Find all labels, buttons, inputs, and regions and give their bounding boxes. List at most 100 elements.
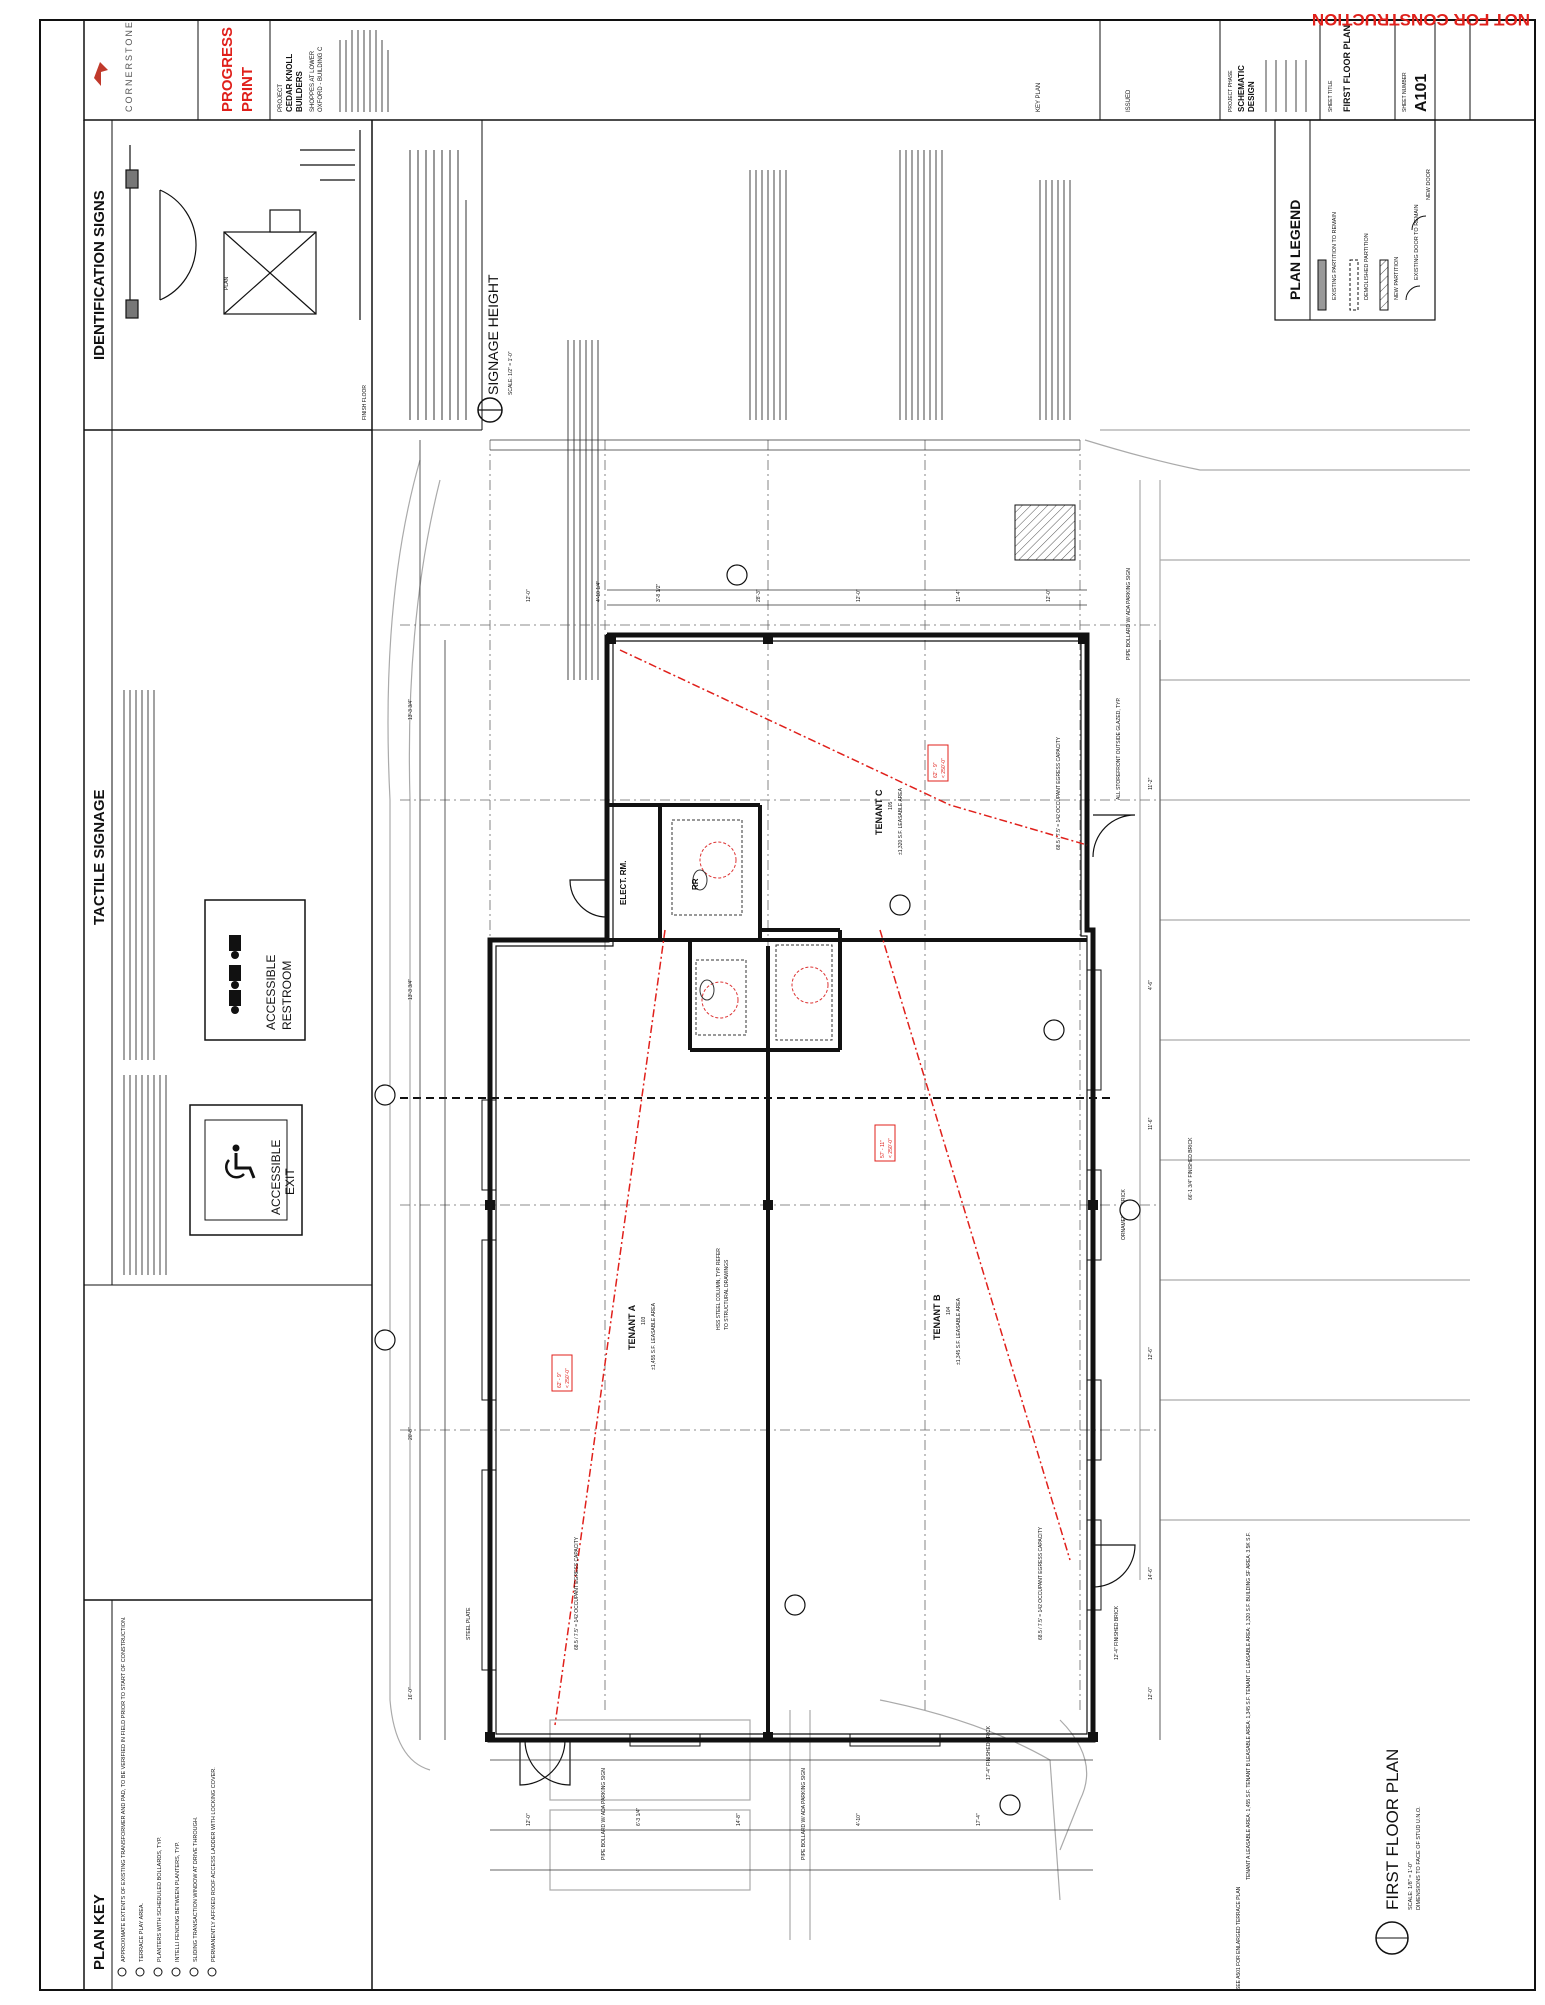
dim-top-7: 12'-0" xyxy=(1046,589,1052,602)
sheet-title: FIRST FLOOR PLAN xyxy=(1342,25,1352,112)
progress-print-line-1: PROGRESS xyxy=(219,27,236,112)
left-panel: IDENTIFICATION SIGNS TACTILE SIGNAGE PLA… xyxy=(83,119,599,1990)
transformer-pad xyxy=(1014,504,1076,561)
dim-right-1: 12'-0" xyxy=(1148,1687,1154,1700)
travel-distance-tags: 62' - 9" < 250'-0" 57' - 11" < 250'-0" 6… xyxy=(551,744,949,1392)
project-phase: SCHEMATIC xyxy=(1237,65,1246,112)
dim-bottom-3: 14'-8" xyxy=(736,1813,742,1826)
not-for-construction-banner: NOT FOR CONSTRUCTION xyxy=(1312,10,1530,29)
grid-lines xyxy=(400,440,1160,1710)
section-marker-icon xyxy=(726,564,748,586)
dim-left-2: 20'-8" xyxy=(408,1427,414,1440)
section-marker-icon xyxy=(784,1594,806,1616)
plan-legend-heading: PLAN LEGEND xyxy=(1287,200,1303,300)
finish-floor-label: FINISH FLOOR xyxy=(362,385,368,420)
first-floor-plan-scale: SCALE: 1/8" = 1'-0" xyxy=(1408,1862,1414,1910)
travel-distance-a: 62' - 9" xyxy=(557,1372,563,1388)
finished-brick-note-3: 66'-1 3/4" FINISHED BRICK xyxy=(1188,1137,1194,1200)
signage-height-title: SIGNAGE HEIGHT xyxy=(485,274,501,395)
section-marker-icon xyxy=(1119,1199,1141,1221)
dim-right-2: 14'-6" xyxy=(1148,1567,1154,1580)
section-marker-icon xyxy=(374,1329,396,1351)
project-name-2: BUILDERS xyxy=(295,70,304,112)
plan-key-item-6: PERMANENTLY AFFIXED ROOF ACCESS LADDER W… xyxy=(211,1767,217,1962)
dim-bottom-2: 6'-3 1/4" xyxy=(636,1807,642,1826)
tenant-a-number: 103 xyxy=(641,1316,647,1325)
identification-notes xyxy=(409,150,467,420)
tenant-b-label: TENANT B xyxy=(932,1294,942,1340)
accessible-exit-text-2: EXIT xyxy=(283,1168,297,1195)
pipe-bollard-note-2: PIPE BOLLARD W/ ADA PARKING SIGN xyxy=(801,1768,807,1860)
legend-item-4: EXISTING DOOR TO REMAIN xyxy=(1414,204,1420,280)
project-phase-2: DESIGN xyxy=(1247,81,1256,112)
sheet-title-label: SHEET TITLE xyxy=(1328,80,1334,112)
tenant-c-label: TENANT C xyxy=(874,789,884,835)
door-sign-elevation xyxy=(125,130,361,320)
project-name-1: CEDAR KNOLL xyxy=(285,54,294,112)
dim-right-3: 12'-6" xyxy=(1148,1347,1154,1360)
accessible-restroom-sign: ACCESSIBLE RESTROOM xyxy=(204,899,306,1041)
tactile-signage-heading: TACTILE SIGNAGE xyxy=(91,789,108,925)
accessible-exit-text-1: ACCESSIBLE xyxy=(269,1140,283,1215)
restroom-label: RR xyxy=(691,878,700,890)
section-marker-icon xyxy=(1043,1019,1065,1041)
tactile-notes-text xyxy=(123,340,599,1275)
plan-key-item-1: APPROXIMATE EXTENTS OF EXISTING TRANSFOR… xyxy=(121,1616,127,1962)
plan-annotations: STEEL PLATE HSS STEEL COLUMN, TYP. REFER… xyxy=(466,568,1252,1990)
site-linework xyxy=(387,429,1470,1940)
plan-key-item-3: PLANTERS WITH SCHEDULED BOLLARDS, TYP. xyxy=(157,1836,163,1962)
travel-distance-c-2: < 250'-0" xyxy=(941,758,947,778)
dim-top-6: 11'-4" xyxy=(956,589,962,602)
dim-top-1: 12'-0" xyxy=(526,589,532,602)
sheet-number-label: SHEET NUMBER xyxy=(1402,72,1408,112)
drawing-title: FIRST FLOOR PLAN SCALE: 1/8" = 1'-0" DIM… xyxy=(1375,1749,1422,1955)
plan-key-list: APPROXIMATE EXTENTS OF EXISTING TRANSFOR… xyxy=(117,1616,217,1977)
plan-key-heading: PLAN KEY xyxy=(91,1894,108,1970)
project-phase-label: PROJECT PHASE xyxy=(1228,70,1234,112)
occupant-capacity-b: 68.5 / 7.5' = 142 OCCUPANT EGRESS CAPACI… xyxy=(1038,1526,1044,1640)
first-floor-plan-dims-note: DIMENSIONS TO FACE OF STUD U.N.O. xyxy=(1416,1806,1422,1910)
dim-left-4: 13'-3 3/4" xyxy=(408,699,414,720)
interior-walls xyxy=(607,803,1087,1734)
legend-item-2: DEMOLISHED PARTITION xyxy=(1364,233,1370,300)
see-a501-note: SEE A501 FOR ENLARGED TERRACE PLAN xyxy=(1236,1886,1242,1990)
tenant-a-area: ±1,455 S.F. LEASABLE AREA xyxy=(651,1302,657,1370)
sheet-number: A101 xyxy=(1413,74,1430,112)
occupant-capacity-a: 68.5 / 7.5' = 142 OCCUPANT EGRESS CAPACI… xyxy=(574,1536,580,1650)
restroom-fixtures xyxy=(671,819,833,1041)
progress-print-line-2: PRINT xyxy=(239,67,256,112)
steel-plate-note: STEEL PLATE xyxy=(466,1607,472,1640)
legend-item-3: NEW PARTITION xyxy=(1394,257,1400,300)
general-notes-text xyxy=(749,150,1071,420)
accessible-restroom-text-1: ACCESSIBLE xyxy=(264,955,278,1030)
section-marker-icon xyxy=(374,1084,396,1106)
firm-logo-icon xyxy=(94,62,108,86)
section-marker-icon xyxy=(889,894,911,916)
accessible-restroom-text-2: RESTROOM xyxy=(280,961,294,1030)
wheelchair-icon xyxy=(224,1144,256,1179)
first-floor-plan-title: FIRST FLOOR PLAN xyxy=(1383,1749,1402,1910)
dim-top-5: 12'-0" xyxy=(856,589,862,602)
project-location-1: SHOPPES AT LOWER xyxy=(310,50,316,112)
dim-right-5: 4'-6" xyxy=(1148,980,1154,990)
dim-left-3: 13'-3 3/4" xyxy=(408,979,414,1000)
section-marker-icon xyxy=(999,1794,1021,1816)
electrical-room-label: ELECT. RM. xyxy=(619,861,628,905)
dim-bottom-1: 12'-0" xyxy=(526,1813,532,1826)
travel-distance-b: 57' - 11" xyxy=(880,1140,886,1158)
plan-key-item-4: INTELLI FENCING BETWEEN PLANTERS, TYP. xyxy=(175,1841,181,1962)
tenant-b-number: 104 xyxy=(946,1306,952,1315)
legend-item-1: EXISTING PARTITION TO REMAIN xyxy=(1332,212,1338,300)
travel-distance-a-2: < 250'-0" xyxy=(565,1368,571,1388)
firm-name: CORNERSTONE xyxy=(124,20,134,112)
storefront-glazing xyxy=(481,969,1102,1747)
pipe-bollard-note-3: PIPE BOLLARD W/ ADA PARKING SIGN xyxy=(1126,568,1132,660)
hss-column-note-2: TO STRUCTURAL DRAWINGS xyxy=(724,1259,730,1330)
doors xyxy=(519,814,1136,1786)
area-summary: TENANT A LEASABLE AREA: 1,455 S.F. TENAN… xyxy=(1246,1532,1252,1880)
floor-plan: 62' - 9" < 250'-0" 57' - 11" < 250'-0" 6… xyxy=(374,429,1470,1990)
plan-sketch-label: PLAN xyxy=(224,277,230,290)
section-markers xyxy=(374,564,1141,1816)
dimension-lines xyxy=(419,439,1161,1871)
